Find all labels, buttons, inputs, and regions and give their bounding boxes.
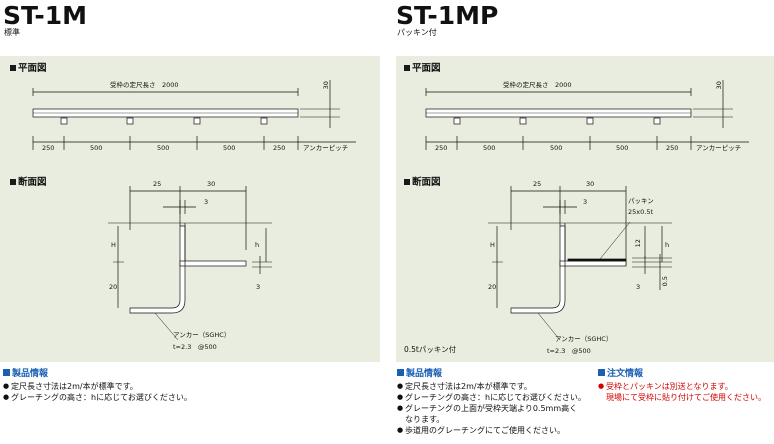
order-info-list: 受枠とパッキンは別送となります。 現場にて受枠に貼り付けてご使用ください。: [598, 381, 774, 403]
section-3-right: 3: [636, 283, 641, 291]
plan-pitch-3-left: 500: [157, 144, 170, 152]
list-item: 定尺長さ寸法は2m/本が標準です。: [3, 381, 373, 392]
section-h-left: h: [255, 241, 260, 249]
plan-pitch-5-left: 250: [273, 144, 286, 152]
section-top-a-left: 25: [153, 180, 162, 188]
product-info-list-left: 定尺長さ寸法は2m/本が標準です。 グレーチングの高さ：hに応じてお選びください…: [3, 381, 373, 403]
product-info-heading-left: 製品情報: [3, 369, 48, 379]
anchor-pitch-label-right: アンカーピッチ: [696, 144, 742, 152]
section-gap-left: 3: [204, 198, 209, 206]
anchor-spec-left: t=2.3 @500: [173, 343, 217, 351]
packing-size-right: 25x0.5t: [628, 208, 654, 216]
section-20-right: 20: [488, 283, 497, 291]
section-view-label-right: 断面図: [404, 178, 441, 188]
list-item: なります。: [405, 415, 445, 424]
drawing-panel-left: [0, 56, 380, 362]
plan-pitch-1-left: 250: [42, 144, 55, 152]
section-top-b-left: 30: [207, 180, 216, 188]
plan-height-right: 30: [714, 81, 723, 90]
anchor-label-left: アンカー（SGHC）: [173, 331, 231, 339]
plan-pitch-2-left: 500: [90, 144, 103, 152]
section-05-right: 0.5: [660, 276, 669, 287]
section-view-label-left: 断面図: [10, 178, 47, 188]
plan-pitch-3-right: 500: [550, 144, 563, 152]
section-top-a-right: 25: [533, 180, 542, 188]
list-item: グレーチングの高さ：hに応じてお選びください。: [3, 392, 373, 403]
section-h-right: h: [665, 241, 670, 249]
section-H-right: H: [490, 241, 495, 249]
plan-view-label-left: 平面図: [10, 64, 47, 74]
plan-height-left: 30: [321, 81, 330, 90]
product-info-list-right: 定尺長さ寸法は2m/本が標準です。 グレーチングの高さ：hに応じてお選びください…: [397, 381, 597, 436]
list-item: グレーチングの高さ：hに応じてお選びください。: [397, 392, 597, 403]
plan-total-length-left: 受枠の定尺長さ 2000: [110, 81, 179, 89]
section-3-left: 3: [256, 283, 261, 291]
order-info-heading: 注文情報: [598, 369, 643, 379]
list-item: 受枠とパッキンは別送となります。: [598, 381, 774, 392]
plan-pitch-2-right: 500: [483, 144, 496, 152]
product-subtitle-left: 標準: [4, 28, 20, 37]
list-item: グレーチングの上面が受枠天端より0.5mm高く: [397, 403, 597, 414]
product-title-right: ST-1MP: [396, 1, 499, 30]
product-info-heading-right: 製品情報: [397, 369, 442, 379]
anchor-label-right: アンカー（SGHC）: [555, 335, 613, 343]
product-title-left: ST-1M: [3, 1, 88, 30]
anchor-spec-right: t=2.3 @500: [547, 347, 591, 355]
drawing-panel-right: [396, 56, 774, 362]
section-gap-right: 3: [583, 198, 588, 206]
plan-pitch-4-right: 500: [616, 144, 629, 152]
plan-pitch-5-right: 250: [666, 144, 679, 152]
plan-pitch-4-left: 500: [223, 144, 236, 152]
list-item: 定尺長さ寸法は2m/本が標準です。: [397, 381, 597, 392]
plan-total-length-right: 受枠の定尺長さ 2000: [503, 81, 572, 89]
plan-pitch-1-right: 250: [435, 144, 448, 152]
list-item: 歩道用のグレーチングにてご使用ください。: [397, 425, 597, 436]
anchor-pitch-label-left: アンカーピッチ: [303, 144, 349, 152]
packing-label-right: パッキン: [628, 197, 654, 205]
section-20-left: 20: [109, 283, 118, 291]
list-item: 現場にて受枠に貼り付けてご使用ください。: [606, 393, 766, 402]
packing-note-right: 0.5tパッキン付: [404, 345, 457, 354]
plan-view-label-right: 平面図: [404, 64, 441, 74]
product-subtitle-right: パッキン付: [397, 28, 437, 37]
section-12-right: 12: [633, 239, 642, 248]
section-top-b-right: 30: [586, 180, 595, 188]
section-H-left: H: [111, 241, 116, 249]
